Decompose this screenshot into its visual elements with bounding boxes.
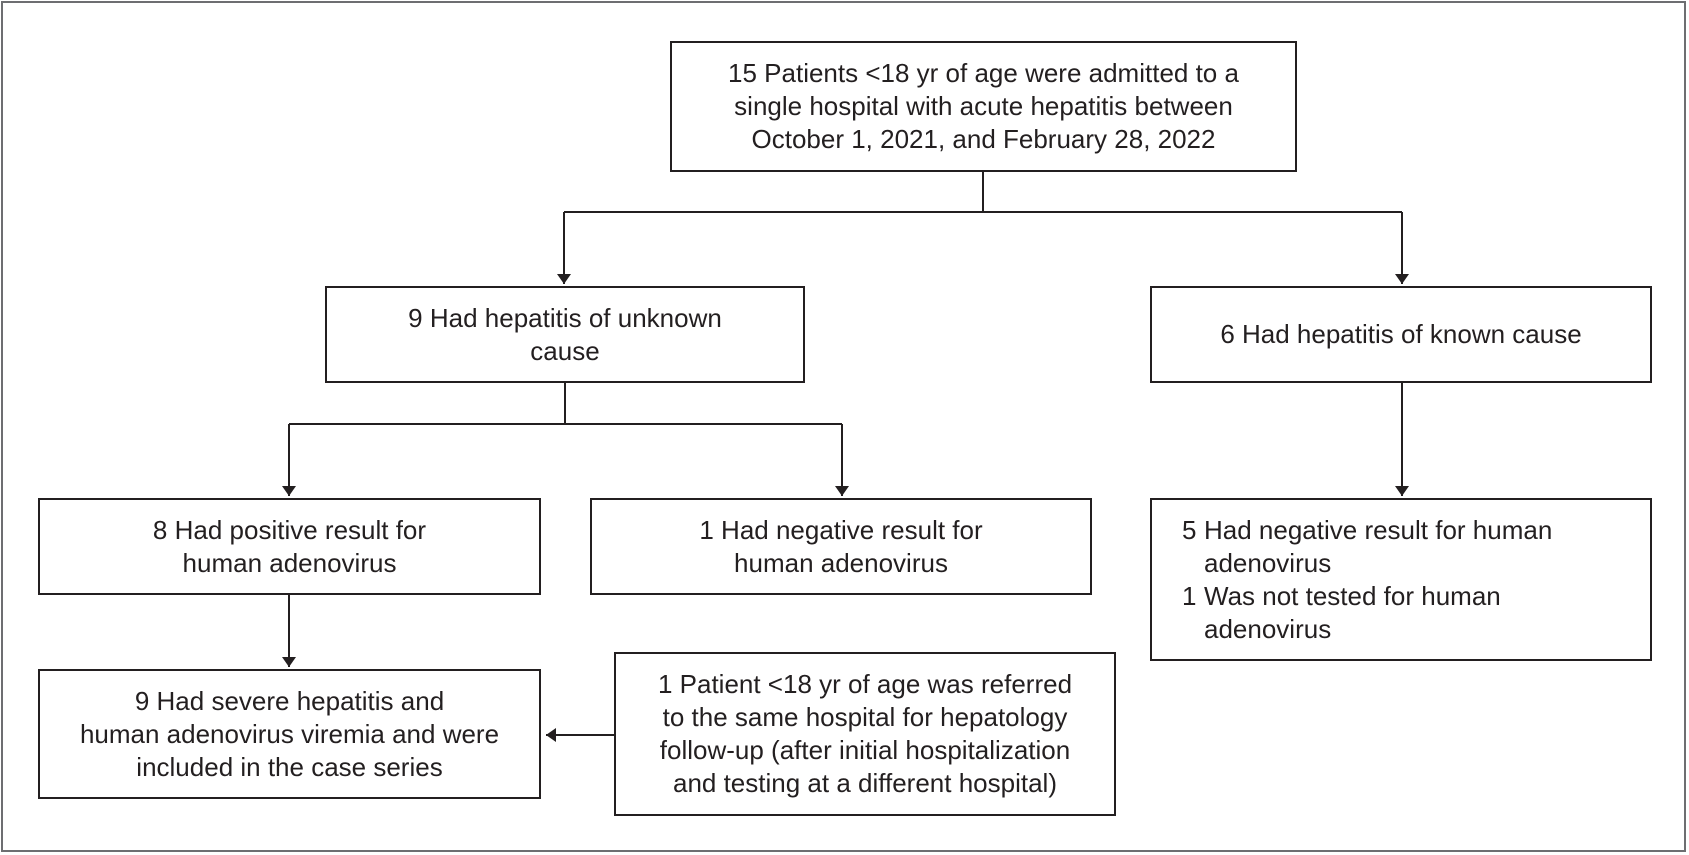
- known-cause-result-item: 1 Was not tested for human adenovirus: [1182, 580, 1552, 646]
- known-cause-box: 6 Had hepatitis of known cause: [1150, 286, 1652, 383]
- referred-patient-box: 1 Patient <18 yr of age was referred to …: [614, 652, 1116, 816]
- connector-unknown-split: [289, 382, 842, 425]
- connector-top-split: [564, 171, 1402, 213]
- result-count: 5: [1182, 514, 1197, 545]
- admitted-patients-text: 15 Patients <18 yr of age were admitted …: [728, 58, 1239, 154]
- known-cause-result-item: 5 Had negative result for human adenovir…: [1182, 514, 1552, 580]
- known-cause-text: 6 Had hepatitis of known cause: [1220, 319, 1582, 349]
- positive-hadv-box: 8 Had positive result for human adenovir…: [38, 498, 541, 595]
- result-text: Was not tested for human adenovirus: [1204, 580, 1501, 644]
- case-series-text: 9 Had severe hepatitis and human adenovi…: [79, 685, 500, 782]
- referred-patient-text: 1 Patient <18 yr of age was referred to …: [657, 669, 1073, 798]
- unknown-cause-text: 9 Had hepatitis of unknown cause: [408, 302, 722, 366]
- known-cause-results-list: 5 Had negative result for human adenovir…: [1182, 514, 1552, 646]
- unknown-cause-box: 9 Had hepatitis of unknown cause: [325, 286, 805, 383]
- result-text: Had negative result for human adenovirus: [1204, 514, 1553, 578]
- known-cause-results-box: 5 Had negative result for human adenovir…: [1150, 498, 1652, 661]
- result-count: 1: [1182, 580, 1197, 611]
- negative-hadv-box: 1 Had negative result for human adenovir…: [590, 498, 1092, 595]
- negative-hadv-text: 1 Had negative result for human adenovir…: [699, 514, 983, 578]
- case-series-box: 9 Had severe hepatitis and human adenovi…: [38, 669, 541, 799]
- admitted-patients-box: 15 Patients <18 yr of age were admitted …: [670, 41, 1297, 172]
- positive-hadv-text: 8 Had positive result for human adenovir…: [152, 514, 427, 578]
